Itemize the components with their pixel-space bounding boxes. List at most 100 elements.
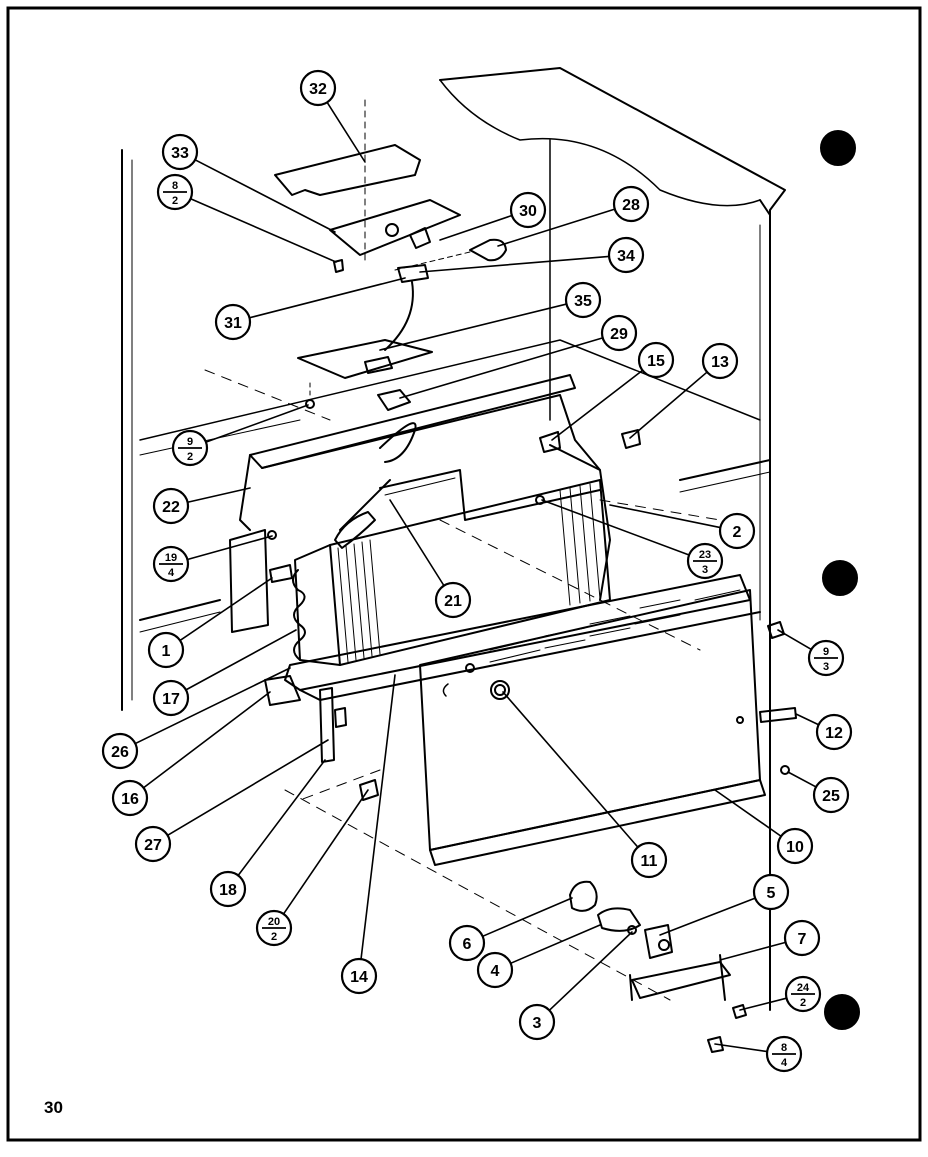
callout-25: 25 xyxy=(812,776,850,814)
leader-line xyxy=(795,713,820,726)
clip-1 xyxy=(269,564,293,583)
callout-14: 14 xyxy=(340,957,378,995)
callout-label: 6 xyxy=(463,936,472,953)
switch-5 xyxy=(644,924,673,959)
nut-25 xyxy=(780,765,790,775)
callout-label: 17 xyxy=(162,691,180,708)
leader-line xyxy=(551,369,644,441)
callout-label: 26 xyxy=(111,744,129,761)
fraction-callout-24-2: 242 xyxy=(784,975,822,1013)
fraction-denominator: 2 xyxy=(271,931,277,943)
fraction-denominator: 4 xyxy=(781,1057,788,1069)
clamp-4 xyxy=(597,907,641,932)
callout-2: 2 xyxy=(718,512,756,550)
fraction-numerator: 19 xyxy=(165,552,177,564)
socket-plate-33 xyxy=(329,199,461,256)
leader-line xyxy=(509,924,601,965)
callout-circle xyxy=(434,581,472,619)
leader-line xyxy=(609,504,722,529)
callout-circle xyxy=(476,951,514,989)
callout-circle xyxy=(637,341,675,379)
callout-circle xyxy=(209,870,247,908)
bracket-15 xyxy=(539,431,561,453)
callout-label: 10 xyxy=(786,839,804,856)
leader-line xyxy=(248,277,406,319)
callout-circle xyxy=(815,713,853,751)
callout-5: 5 xyxy=(752,873,790,911)
fraction-callout-23-3: 233 xyxy=(686,542,724,580)
leader-line xyxy=(166,739,329,837)
callout-1: 1 xyxy=(147,631,185,669)
callout-27: 27 xyxy=(134,825,172,863)
callout-32: 32 xyxy=(299,69,337,107)
callout-circle xyxy=(776,827,814,865)
leader-line xyxy=(194,158,336,233)
control-29 xyxy=(377,389,411,411)
callout-label: 28 xyxy=(622,197,640,214)
pin-12 xyxy=(759,707,797,723)
drier-21 xyxy=(334,511,376,549)
leader-line xyxy=(629,371,708,439)
callout-18: 18 xyxy=(209,870,247,908)
fraction-denominator: 2 xyxy=(800,997,806,1009)
fraction-numerator: 20 xyxy=(268,916,280,928)
callout-label: 27 xyxy=(144,837,162,854)
screw-24-2 xyxy=(732,1004,747,1019)
callout-31: 31 xyxy=(214,303,252,341)
callout-circle xyxy=(607,236,645,274)
callout-12: 12 xyxy=(815,713,853,751)
bracket-7 xyxy=(631,961,731,999)
callout-label: 32 xyxy=(309,81,327,98)
callout-10: 10 xyxy=(776,827,814,865)
callout-circle xyxy=(752,873,790,911)
callout-4: 4 xyxy=(476,951,514,989)
screw-8-4 xyxy=(707,1036,724,1053)
callout-label: 29 xyxy=(610,326,628,343)
callout-label: 1 xyxy=(162,643,171,660)
callout-circle xyxy=(101,732,139,770)
clip-13 xyxy=(621,429,641,449)
callout-33: 33 xyxy=(161,133,199,171)
fraction-numerator: 8 xyxy=(781,1042,787,1054)
screw-8-2 xyxy=(333,259,344,273)
callout-circle xyxy=(612,185,650,223)
callout-label: 13 xyxy=(711,354,729,371)
callout-21: 21 xyxy=(434,581,472,619)
callout-circle xyxy=(564,281,602,319)
callout-circle xyxy=(161,133,199,171)
callout-circle xyxy=(147,631,185,669)
leader-line xyxy=(714,1043,768,1053)
leader-line xyxy=(326,101,366,163)
callout-label: 14 xyxy=(350,969,368,986)
leader-line xyxy=(714,789,782,838)
top-cover-32 xyxy=(274,144,421,196)
fraction-denominator: 3 xyxy=(702,564,708,576)
page-border xyxy=(6,6,922,1142)
fraction-callout-9-3: 93 xyxy=(807,639,845,677)
leader-line xyxy=(189,197,337,263)
callout-label: 15 xyxy=(647,353,665,370)
leader-line xyxy=(497,208,616,247)
callout-label: 33 xyxy=(171,145,189,162)
leader-line xyxy=(481,897,573,938)
callout-circle xyxy=(152,679,190,717)
drain-trough-14 xyxy=(284,574,751,691)
callout-6: 6 xyxy=(448,924,486,962)
plate-35 xyxy=(297,339,433,379)
housing-top-22 xyxy=(249,374,576,469)
leader-line xyxy=(777,629,813,651)
fraction-denominator: 2 xyxy=(172,195,178,207)
callout-label: 7 xyxy=(798,931,807,948)
fraction-denominator: 4 xyxy=(168,567,175,579)
leader-line xyxy=(379,303,568,351)
callout-circle xyxy=(111,779,149,817)
shelf-edge xyxy=(139,339,761,441)
binder-hole-top xyxy=(820,130,856,166)
screw-20-2 xyxy=(359,779,379,801)
callout-circle xyxy=(214,303,252,341)
line-art xyxy=(121,67,860,1053)
page-number: 30 xyxy=(44,1098,63,1117)
callout-label: 12 xyxy=(825,725,843,742)
callout-circle xyxy=(152,487,190,525)
